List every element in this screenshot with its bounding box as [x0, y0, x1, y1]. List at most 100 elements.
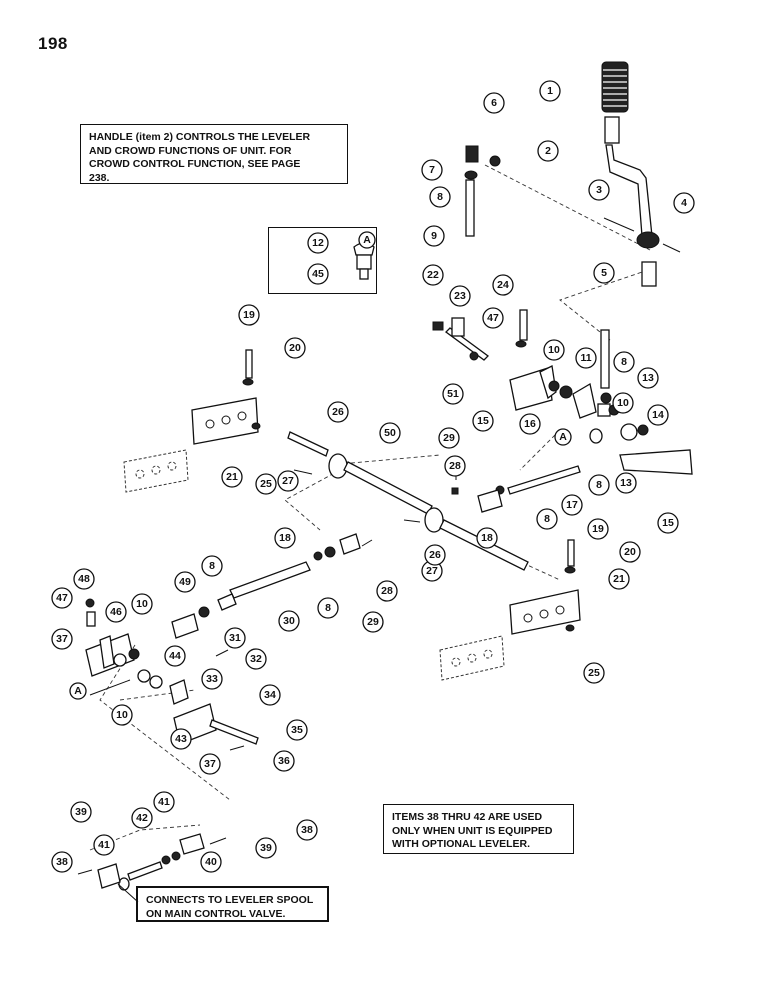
note-line: 238.: [89, 171, 110, 184]
note-line: HANDLE (item 2) CONTROLS THE LEVELER: [89, 131, 311, 143]
detail-tag: A: [554, 428, 572, 446]
note-line: AND CROWD FUNCTIONS OF UNIT. FOR: [89, 144, 292, 157]
part-callout: 21: [608, 568, 630, 590]
part-number: 2: [545, 145, 551, 157]
part-callout: 11: [575, 347, 597, 369]
part-number: 11: [580, 352, 591, 364]
svg-text:A: A: [363, 234, 371, 246]
part-callout: 43: [170, 728, 192, 750]
part-number: 28: [381, 585, 393, 597]
part-number: 29: [367, 616, 379, 628]
part-callout: 46: [105, 601, 127, 623]
part-callout: 31: [224, 627, 246, 649]
part-number: 38: [56, 856, 68, 868]
part-number: 6: [491, 97, 497, 109]
part-number: 50: [384, 427, 396, 439]
part-callout: 8: [429, 186, 451, 208]
part-number: 34: [264, 689, 276, 701]
lower-rod: [171, 533, 373, 639]
part-callout: 49: [174, 571, 196, 593]
part-callout: 36: [273, 750, 295, 772]
part-callout: 40: [200, 851, 222, 873]
part-number: 42: [136, 812, 148, 824]
part-number: 10: [548, 344, 560, 356]
part-number: 15: [662, 517, 674, 529]
part-number: 44: [169, 650, 181, 662]
part-callout: 10: [612, 392, 634, 414]
part-callout: 8: [317, 597, 339, 619]
part-callout: 18: [274, 527, 296, 549]
part-callout: 42: [131, 807, 153, 829]
note-line: ON MAIN CONTROL VALVE.: [146, 907, 286, 920]
grease-fitting: [353, 242, 375, 280]
part-callout: 6: [483, 92, 505, 114]
part-number: 10: [136, 598, 148, 610]
part-callout: 45: [307, 263, 329, 285]
part-number: 24: [497, 279, 509, 291]
part-callout: 50: [379, 422, 401, 444]
part-number: 20: [289, 342, 301, 354]
part-number: 32: [250, 653, 262, 665]
middle-link: [451, 465, 581, 513]
part-number: 8: [325, 602, 331, 614]
right-mount-bracket: [439, 539, 581, 681]
part-number: 46: [110, 606, 122, 618]
part-callout: 28: [376, 580, 398, 602]
part-callout: 48: [73, 568, 95, 590]
part-number: 27: [426, 565, 438, 577]
part-callout: 19: [587, 518, 609, 540]
part-number: 36: [278, 755, 290, 767]
part-callout: 22: [422, 264, 444, 286]
part-number: 21: [226, 471, 238, 483]
note-line: ONLY WHEN UNIT IS EQUIPPED: [392, 824, 553, 837]
part-number: 8: [209, 560, 215, 572]
svg-text:A: A: [559, 431, 567, 443]
part-number: 18: [481, 532, 493, 544]
part-callout: 5: [593, 262, 615, 284]
part-callout: 28: [444, 455, 466, 477]
part-callout: 19: [238, 304, 260, 326]
part-callout: 8: [201, 555, 223, 577]
part-number: 8: [621, 356, 627, 368]
part-number: 16: [524, 418, 536, 430]
part-number: 38: [301, 824, 313, 836]
part-number: 37: [204, 758, 216, 770]
part-number: 29: [443, 432, 455, 444]
part-number: 8: [544, 513, 550, 525]
part-callout: 30: [278, 610, 300, 632]
part-number: 1: [547, 85, 553, 97]
part-number: 37: [56, 633, 68, 645]
part-number: 23: [454, 290, 466, 302]
part-callout: 16: [519, 413, 541, 435]
part-callout: 20: [619, 541, 641, 563]
part-callout: 32: [245, 648, 267, 670]
part-callout: 13: [615, 472, 637, 494]
part-callout: 12: [307, 232, 329, 254]
part-number: 21: [613, 573, 625, 585]
note-line: ITEMS 38 THRU 42 ARE USED: [392, 811, 543, 823]
part-callout: 25: [255, 473, 277, 495]
part-number: 47: [487, 312, 499, 324]
part-callout: 34: [259, 684, 281, 706]
part-number: 33: [206, 673, 218, 685]
part-callout: 18: [476, 527, 498, 549]
part-callout: 26: [327, 401, 349, 423]
part-number: 4: [681, 197, 687, 209]
part-callout: 47: [51, 587, 73, 609]
part-callout: 14: [647, 404, 669, 426]
lower-bellcrank: [85, 598, 259, 751]
optional-leveler-note: ITEMS 38 THRU 42 ARE USED ONLY WHEN UNIT…: [383, 804, 574, 854]
part-callout: 2: [537, 140, 559, 162]
detail-tag: A: [69, 682, 87, 700]
part-callout: 10: [543, 339, 565, 361]
part-number: 30: [283, 615, 295, 627]
handle-note: HANDLE (item 2) CONTROLS THE LEVELER AND…: [80, 124, 348, 184]
part-number: 39: [75, 806, 87, 818]
part-number: 51: [447, 388, 459, 400]
part-callout: 8: [613, 351, 635, 373]
part-callout: 38: [51, 851, 73, 873]
upper-linkage: [432, 309, 693, 475]
part-number: 47: [56, 592, 68, 604]
part-callout: 44: [164, 645, 186, 667]
part-number: 22: [427, 269, 439, 281]
